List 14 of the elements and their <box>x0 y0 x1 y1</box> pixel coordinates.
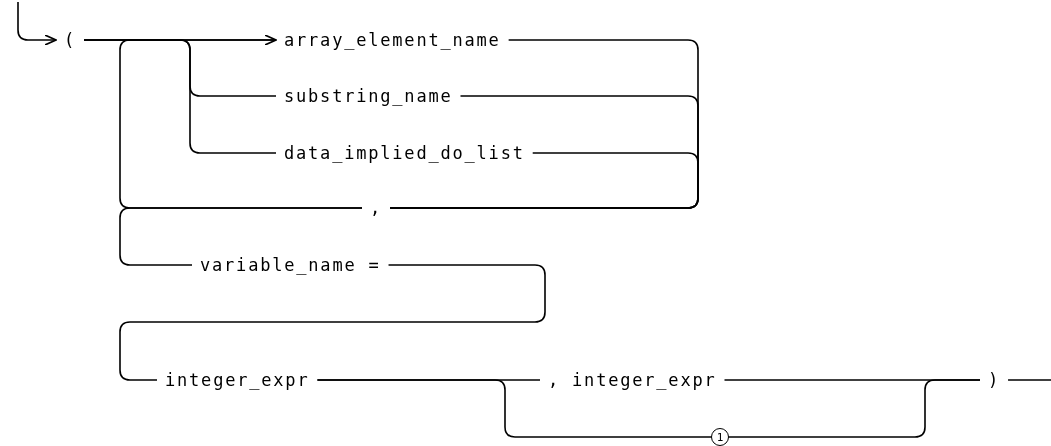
connector-line <box>1007 379 1051 381</box>
connector-line <box>723 379 981 381</box>
syntax-term: variable_name = <box>200 254 381 276</box>
syntax-term: array_element_name <box>284 29 501 51</box>
footnote-marker: 1 <box>711 428 729 446</box>
syntax-term: substring_name <box>284 85 453 107</box>
syntax-term: data_implied_do_list <box>284 142 525 164</box>
arrow <box>17 1 57 46</box>
connector-line <box>119 207 363 266</box>
connector-line <box>389 152 699 209</box>
syntax-term: , integer_expr <box>548 369 717 391</box>
connector-line <box>83 39 277 154</box>
syntax-term: integer_expr <box>165 369 310 391</box>
connector-line <box>119 264 546 381</box>
